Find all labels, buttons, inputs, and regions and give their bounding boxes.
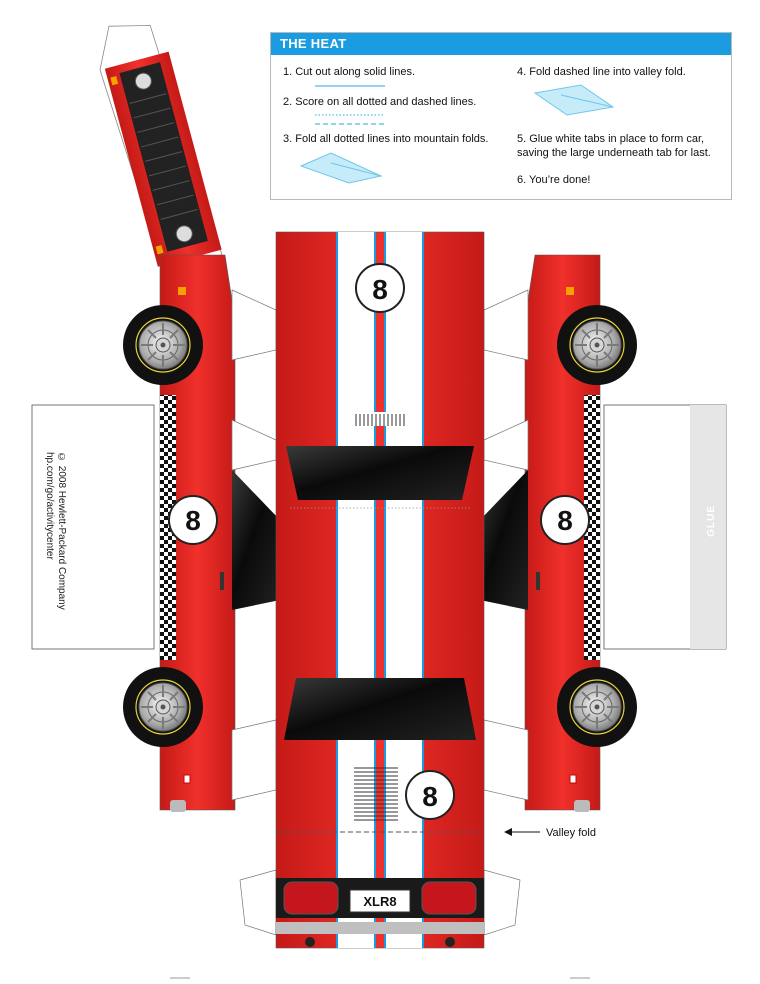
step-5: 5. Glue white tabs in place to form car, — [517, 133, 705, 145]
headlight-bottom-icon — [175, 225, 193, 243]
indicator-top — [110, 76, 119, 86]
stripe-right — [386, 232, 422, 948]
right-checker-stripe — [584, 395, 600, 660]
windshield — [286, 446, 474, 500]
left-door-handle — [220, 572, 224, 590]
valley-fold-arrow-icon — [504, 828, 512, 836]
connector-flaps — [231, 289, 529, 936]
step-4: 4. Fold dashed line into valley fold. — [517, 66, 686, 78]
step-2: 2. Score on all dotted and dashed lines. — [283, 96, 477, 108]
trunk-louvre — [354, 767, 398, 821]
right-exhaust — [574, 800, 590, 812]
left-marker-rear — [183, 774, 191, 784]
wheel-front-right — [556, 304, 638, 386]
trunk-number: 8 — [422, 781, 438, 812]
tail-light-left — [283, 881, 339, 915]
wheel-rear-left — [122, 666, 204, 748]
left-glue-tab — [31, 404, 155, 650]
credit-line-2: hp.com/go/activitycenter — [44, 452, 55, 560]
rear-bumper — [276, 922, 484, 934]
hood-number: 8 — [372, 274, 388, 305]
right-side-window — [480, 470, 528, 610]
tail-light-right — [421, 881, 477, 915]
car-top-body — [275, 231, 485, 949]
glue-strip — [690, 405, 726, 649]
instruction-diagrams — [299, 84, 615, 184]
valley-fold-crease — [560, 94, 614, 108]
instructions-title: THE HEAT — [271, 33, 731, 55]
mountain-fold-crease — [330, 162, 382, 177]
left-exhaust — [170, 800, 186, 812]
stripe-left — [338, 232, 374, 948]
right-marker-front — [566, 287, 574, 295]
wheel-front-left — [122, 304, 204, 386]
right-marker-rear — [569, 774, 577, 784]
credit-line-1: © 2008 Hewlett-Packard Company — [56, 452, 67, 610]
wheel-rear-right — [556, 666, 638, 748]
right-number: 8 — [557, 505, 573, 536]
instructions-panel: THE HEAT 1. Cut out along solid lines. 2… — [270, 32, 732, 200]
step-5-cont: saving the large underneath tab for last… — [517, 147, 711, 159]
right-door-handle — [536, 572, 540, 590]
hood-vent — [352, 412, 410, 426]
glue-label: GLUE — [706, 505, 717, 537]
indicator-bottom — [155, 245, 164, 255]
valley-fold-label: Valley fold — [546, 827, 596, 839]
left-checker-stripe — [160, 395, 176, 660]
step-6: 6. You’re done! — [517, 174, 591, 186]
license-plate — [349, 889, 411, 913]
rear-window — [284, 678, 476, 740]
plate-text: XLR8 — [363, 894, 396, 909]
headlight-top-icon — [134, 72, 152, 90]
step-3: 3. Fold all dotted lines into mountain f… — [283, 133, 489, 145]
hood-flap — [99, 25, 223, 271]
left-number: 8 — [185, 505, 201, 536]
left-side-window — [232, 470, 280, 610]
step-1: 1. Cut out along solid lines. — [283, 66, 416, 78]
copyright-credit: © 2008 Hewlett-Packard Company hp.com/go… — [43, 452, 67, 610]
left-marker-front — [178, 287, 186, 295]
